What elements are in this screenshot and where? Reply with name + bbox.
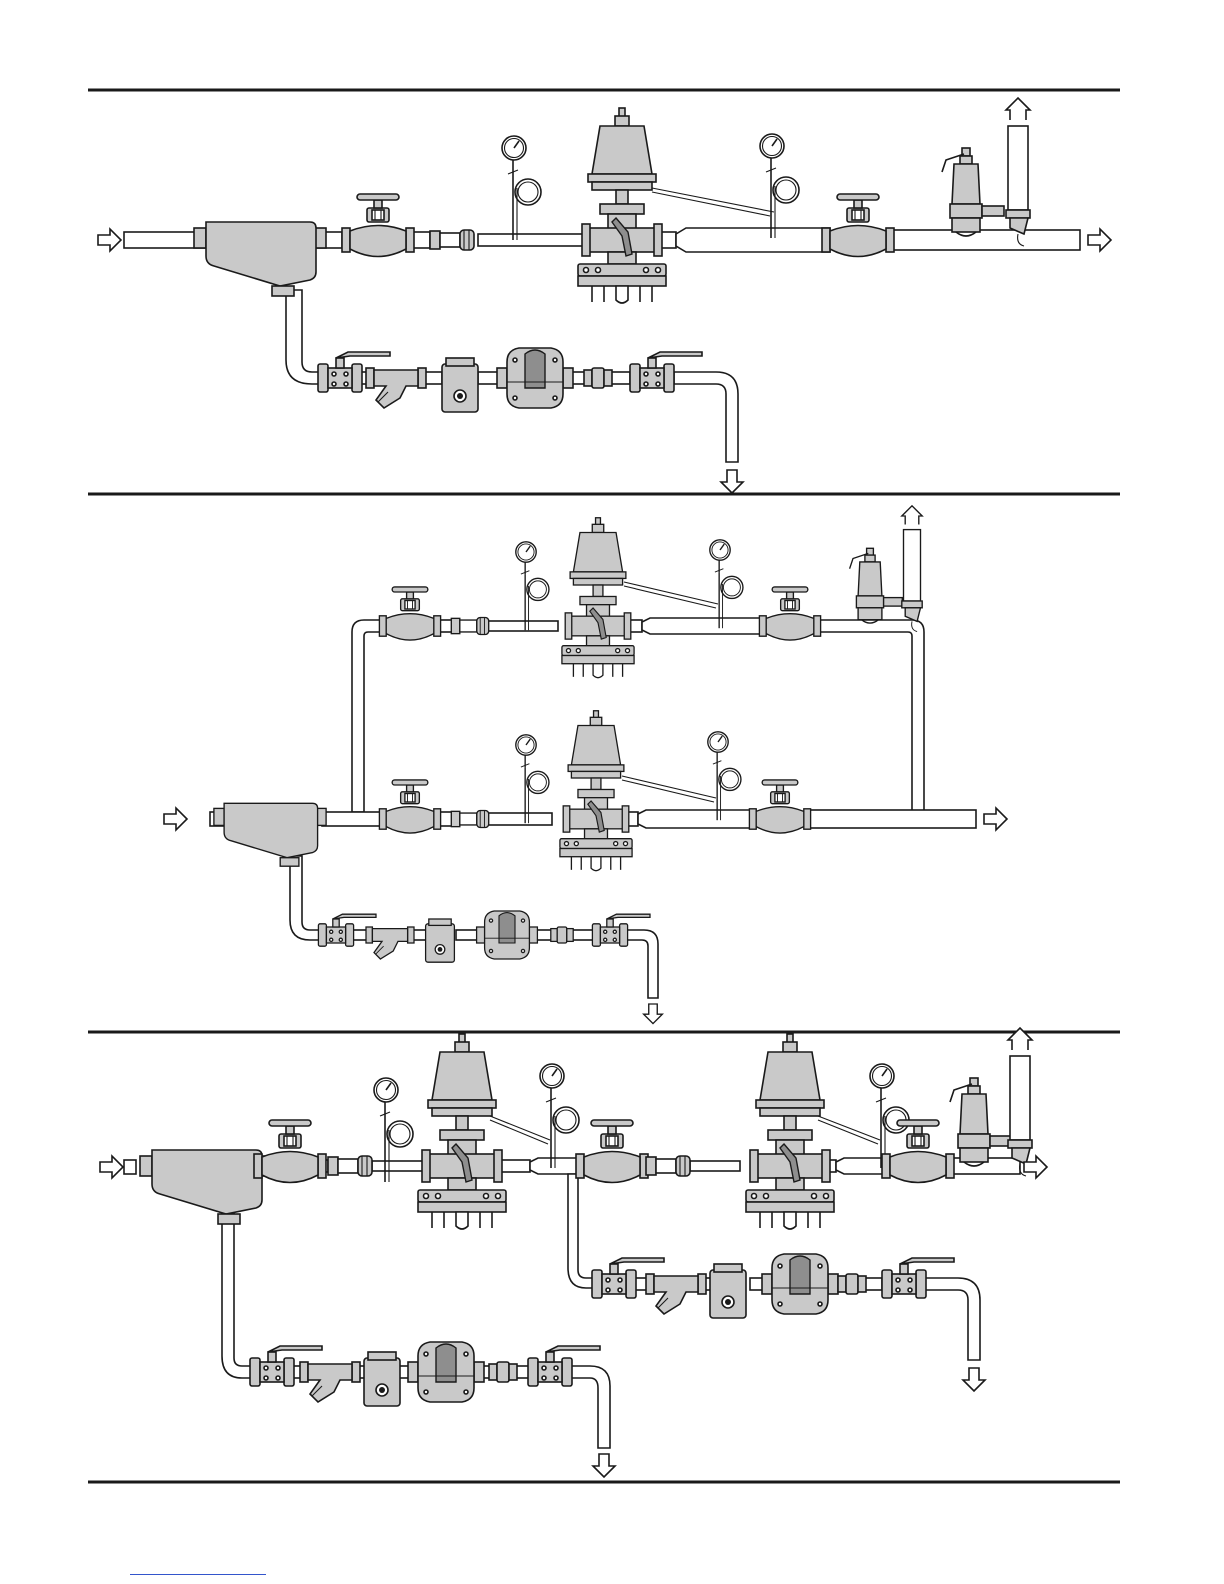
pressure-reducing-valve-icon bbox=[560, 711, 632, 871]
pressure-gauge-icon bbox=[502, 136, 541, 240]
inlet-arrow-icon bbox=[98, 229, 121, 251]
union-icon bbox=[328, 1156, 372, 1176]
separator-icon bbox=[194, 222, 326, 296]
check-valve-icon bbox=[838, 1274, 866, 1294]
steam-trap-icon bbox=[477, 911, 538, 959]
steam-trap-icon bbox=[497, 348, 573, 408]
pressure-gauge-icon bbox=[516, 542, 549, 630]
sight-glass-icon bbox=[426, 919, 455, 962]
strainer-icon bbox=[366, 927, 414, 959]
globe-valve-icon bbox=[379, 587, 440, 640]
drain-arrow-icon bbox=[644, 1004, 663, 1024]
steam-trap-icon bbox=[762, 1254, 838, 1314]
drain-arrow-icon bbox=[593, 1454, 615, 1477]
globe-valve-icon bbox=[342, 194, 414, 257]
strainer-icon bbox=[300, 1362, 360, 1402]
separator-icon bbox=[214, 803, 326, 866]
union-icon bbox=[430, 230, 474, 250]
vent-icon bbox=[1008, 1028, 1032, 1176]
panel-2 bbox=[164, 506, 1007, 1024]
inlet-arrow-icon bbox=[164, 808, 187, 830]
panel-1 bbox=[98, 98, 1111, 493]
check-valve-icon bbox=[584, 368, 612, 388]
pressure-gauge-icon bbox=[540, 1064, 579, 1168]
pressure-gauge-icon bbox=[760, 134, 799, 238]
pressure-gauge-icon bbox=[516, 735, 549, 823]
globe-valve-icon bbox=[759, 587, 820, 640]
outlet-arrow-icon bbox=[984, 808, 1007, 830]
pressure-reducing-valve-icon bbox=[578, 108, 666, 303]
globe-valve-icon bbox=[576, 1120, 648, 1183]
check-valve-icon bbox=[489, 1362, 517, 1382]
strainer-icon bbox=[366, 368, 426, 408]
union-icon bbox=[451, 811, 488, 828]
footer-link-underline[interactable] bbox=[130, 1574, 266, 1575]
steam-trap-icon bbox=[408, 1342, 484, 1402]
globe-valve-icon bbox=[254, 1120, 326, 1183]
pressure-reducing-valve-icon bbox=[418, 1034, 506, 1229]
union-icon bbox=[646, 1156, 690, 1176]
sight-glass-icon bbox=[710, 1264, 746, 1318]
union-icon bbox=[451, 618, 488, 635]
pressure-reducing-valve-icon bbox=[562, 518, 634, 678]
pressure-gauge-icon bbox=[708, 732, 741, 820]
pressure-gauge-icon bbox=[710, 540, 743, 628]
pressure-reducing-valve-icon bbox=[746, 1034, 834, 1229]
strainer-icon bbox=[646, 1274, 706, 1314]
globe-valve-icon bbox=[749, 780, 810, 833]
globe-valve-icon bbox=[379, 780, 440, 833]
sight-glass-icon bbox=[442, 358, 478, 412]
vent-arrow-icon bbox=[1006, 98, 1030, 246]
outlet-arrow-icon bbox=[1088, 229, 1111, 251]
drain-arrow-icon bbox=[963, 1368, 985, 1391]
globe-valve-icon bbox=[822, 194, 894, 257]
safety-valve-icon bbox=[850, 548, 903, 623]
vent-arrow-icon bbox=[902, 506, 922, 632]
check-valve-icon bbox=[551, 927, 573, 943]
separator-icon bbox=[140, 1150, 272, 1224]
inlet-arrow-icon bbox=[100, 1156, 123, 1178]
drain-arrow-icon bbox=[721, 470, 743, 493]
sight-glass-icon bbox=[364, 1352, 400, 1406]
safety-valve-icon bbox=[942, 148, 1004, 236]
panel-3 bbox=[100, 1028, 1047, 1477]
safety-valve-icon bbox=[950, 1078, 1012, 1166]
